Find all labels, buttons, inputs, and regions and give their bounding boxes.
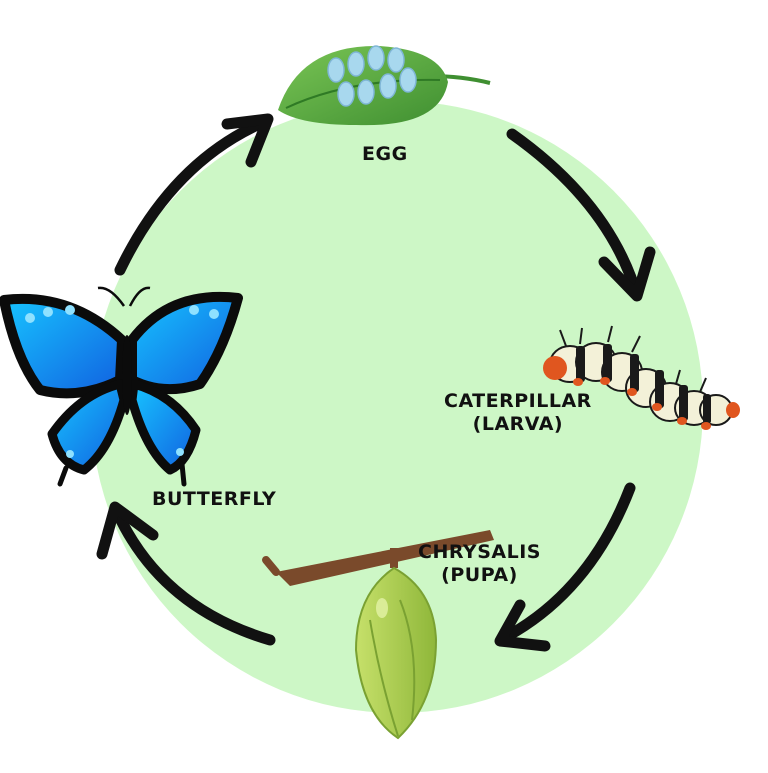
butterfly-icon bbox=[0, 286, 243, 487]
arrow-butterfly-to-egg bbox=[114, 113, 274, 276]
stage-label-line: (PUPA) bbox=[441, 564, 518, 586]
cycle-arrows bbox=[96, 113, 656, 652]
arrow-chrysalis-to-butterfly bbox=[96, 501, 276, 646]
caterpillar-icon bbox=[543, 325, 740, 430]
stage-label-chrysalis: CHRYSALIS (PUPA) bbox=[418, 541, 541, 587]
chrysalis-icon bbox=[262, 530, 494, 740]
stage-label-line: (LARVA) bbox=[472, 413, 564, 435]
stage-label-caterpillar: CATERPILLAR (LARVA) bbox=[444, 390, 592, 436]
arrow-caterpillar-to-chrysalis bbox=[494, 482, 636, 652]
stage-label-butterfly: BUTTERFLY bbox=[152, 488, 276, 511]
stage-label-egg: EGG bbox=[362, 143, 408, 166]
stage-label-line: BUTTERFLY bbox=[152, 488, 277, 510]
egg-cluster-icon bbox=[278, 45, 491, 126]
stage-label-line: CHRYSALIS bbox=[418, 541, 541, 563]
background-circle bbox=[91, 101, 703, 713]
arrow-egg-to-caterpillar bbox=[506, 128, 656, 302]
stage-label-line: CATERPILLAR bbox=[444, 390, 592, 412]
stage-label-line: EGG bbox=[362, 143, 408, 165]
